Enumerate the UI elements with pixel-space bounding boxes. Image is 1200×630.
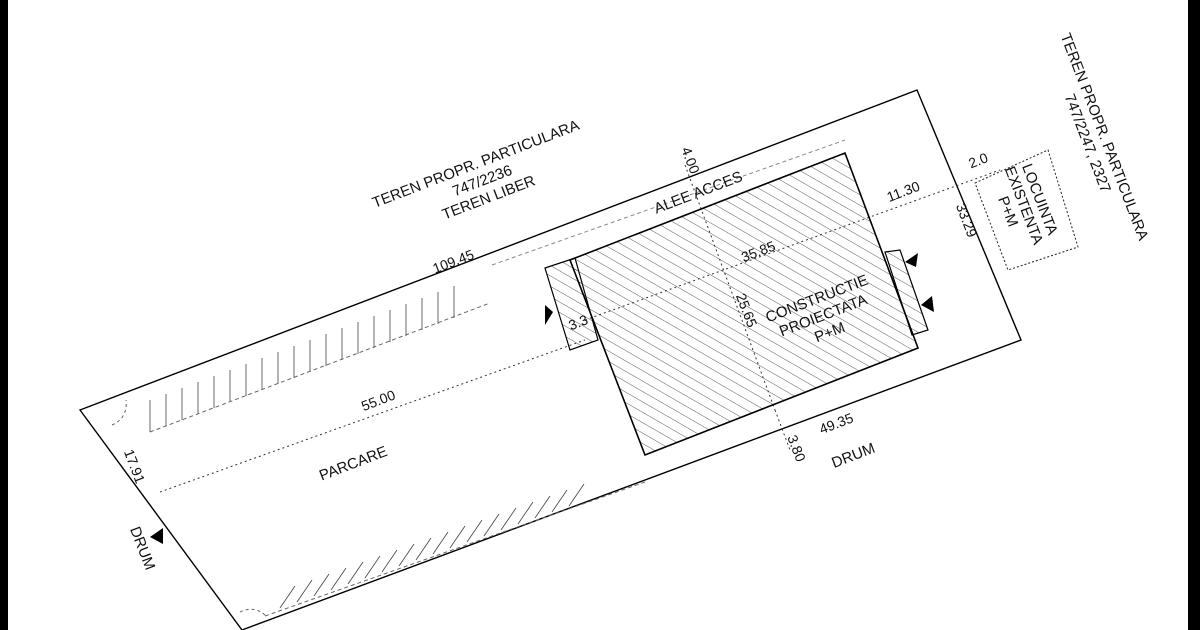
dim-17-91: 17.91 [121,447,149,486]
entrance-arrow-east-2 [921,296,934,312]
road-south-label: DRUM [829,440,877,472]
dim-2-0: 2.0 [966,149,990,171]
entrance-arrow-west [545,305,553,325]
dim-3-3: 3.3 [566,311,590,333]
parking-stalls-north [149,286,455,432]
dim-109-45: 109.45 [430,246,476,276]
road-access-arrow [150,528,163,544]
dim-3-80: 3.80 [784,433,809,464]
dim-33-29: 33.29 [953,201,981,240]
building-west-wing [544,257,599,351]
road-west-label: DRUM [126,524,158,572]
parking-stalls-south [279,483,585,609]
dim-55-00: 55.00 [359,387,398,415]
east-neighbor-label: TEREN PROPR. PARTICULARA [1057,31,1152,243]
dim-line-55 [159,339,586,493]
existing-house-outline [974,149,1079,271]
dim-11-30: 11.30 [884,178,922,205]
site-plan-drawing: TEREN PROPR. PARTICULARA 747/2236 TEREN … [78,31,1152,630]
drawing-sheet: TEREN PROPR. PARTICULARA 747/2236 TEREN … [8,0,1188,630]
parking-label: PARCARE [317,443,390,484]
site-boundary [78,89,1022,630]
entrance-arrow-east-1 [905,253,918,267]
proposed-building [568,151,920,457]
dim-4-00: 4.00 [678,145,703,176]
